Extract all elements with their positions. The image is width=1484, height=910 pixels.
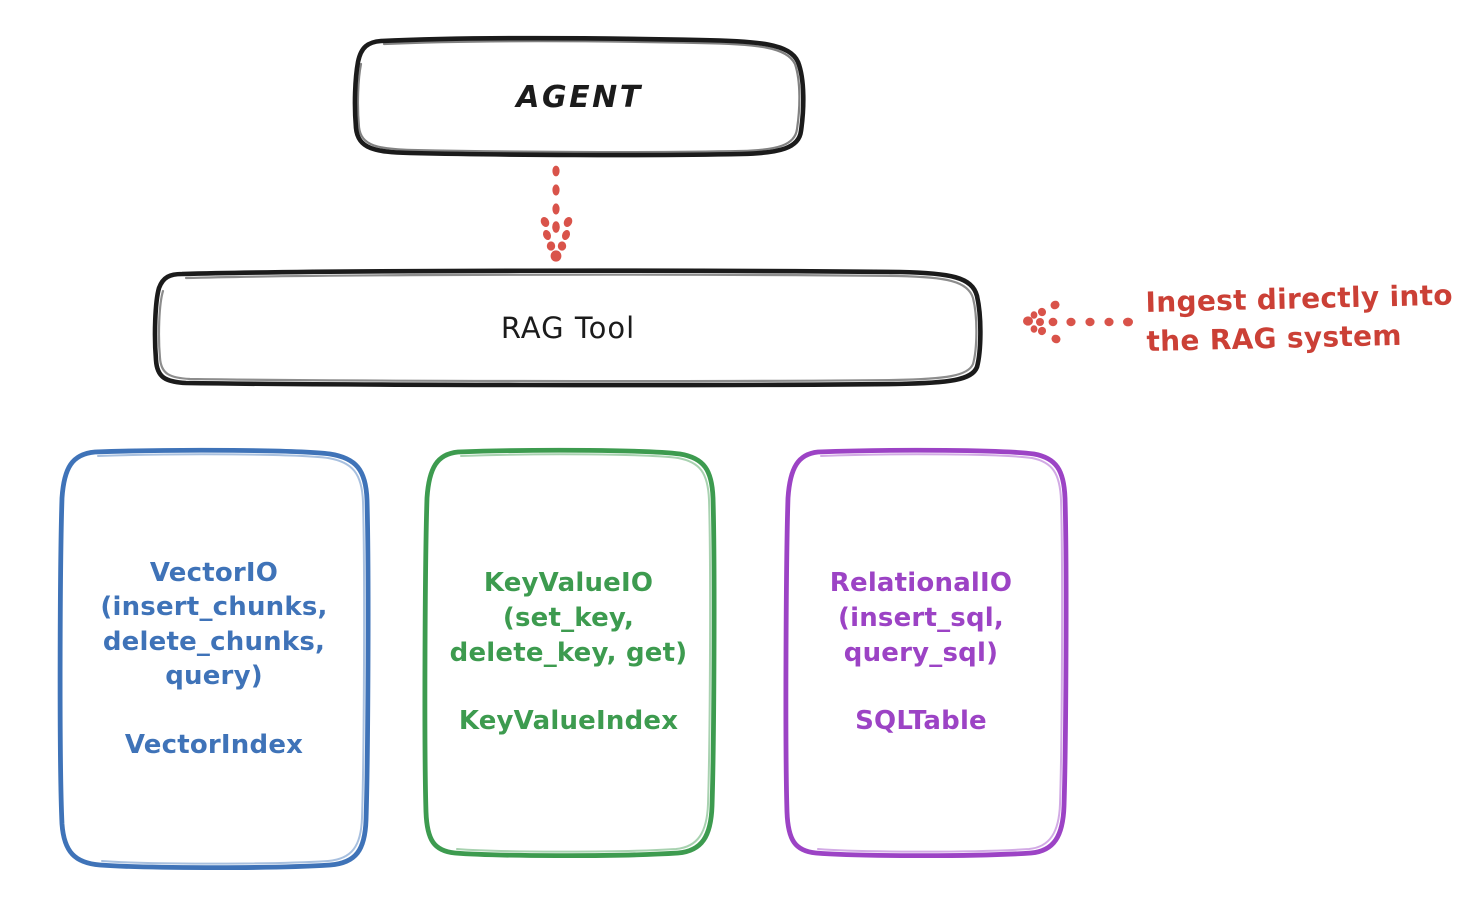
vector-io-node-label: VectorIO (insert_chunks, delete_chunks, … (60, 450, 368, 868)
ingest-note-text: Ingest directly into the RAG system (1145, 278, 1454, 358)
rag-tool-node-label: RAG Tool (500, 310, 636, 345)
relational-io-node-label: RelationalIO (insert_sql, query_sql) SQL… (785, 450, 1057, 855)
key-value-io-node-label: KeyValueIO (set_key, delete_key, get) Ke… (425, 450, 712, 855)
vector-io-index-label: VectorIndex (124, 729, 304, 760)
agent-to-rag-tool-arrow (540, 165, 573, 262)
ingest-note-arrow (1023, 300, 1133, 344)
key-value-io-index-label: KeyValueIndex (458, 706, 679, 737)
agent-node-label: AGENT (516, 79, 643, 115)
relational-io-api-label: RelationalIO (insert_sql, query_sql) (829, 568, 1013, 668)
key-value-io-api-label: KeyValueIO (set_key, delete_key, get) (449, 568, 688, 668)
vector-io-api-label: VectorIO (insert_chunks, delete_chunks, … (100, 557, 328, 692)
relational-io-index-label: SQLTable (855, 706, 987, 737)
